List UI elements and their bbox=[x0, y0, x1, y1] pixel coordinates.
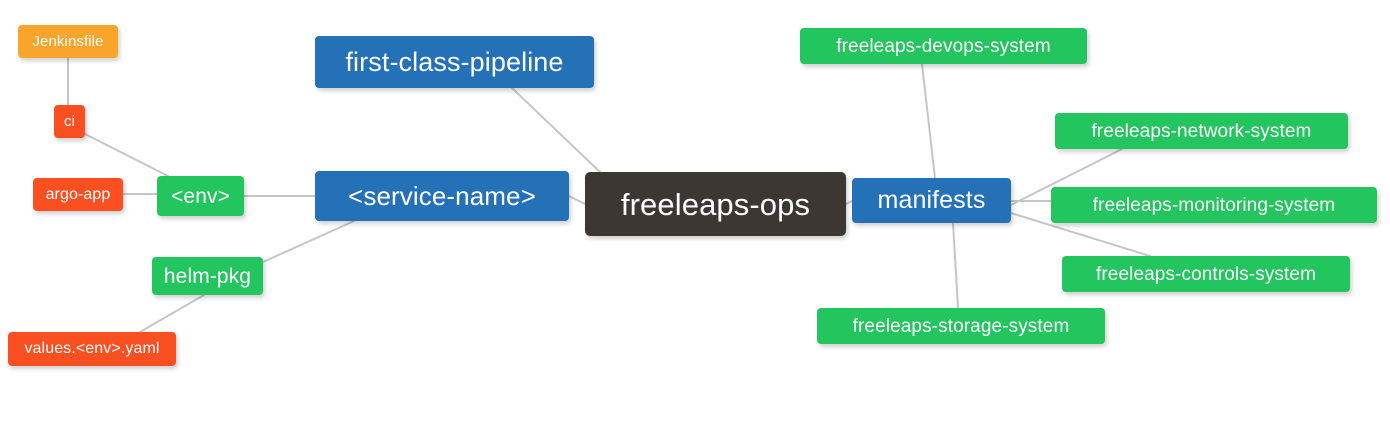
node-freeleaps-controls-system[interactable]: freeleaps-controls-system bbox=[1062, 256, 1350, 292]
node-freeleaps-monitoring-system[interactable]: freeleaps-monitoring-system bbox=[1051, 187, 1377, 223]
node-freeleaps-devops-system[interactable]: freeleaps-devops-system bbox=[800, 28, 1087, 64]
node-env[interactable]: <env> bbox=[157, 176, 244, 216]
node-ci[interactable]: ci bbox=[54, 105, 85, 138]
edge-helm-pkg-to-values-env-yaml bbox=[139, 294, 205, 333]
node-jenkinsfile[interactable]: Jenkinsfile bbox=[18, 25, 118, 58]
edge-freeleaps-ops-to-service-name bbox=[568, 195, 586, 205]
node-freeleaps-network-system[interactable]: freeleaps-network-system bbox=[1055, 113, 1348, 149]
node-freeleaps-ops[interactable]: freeleaps-ops bbox=[585, 172, 846, 236]
edge-manifests-to-freeleaps-devops-system bbox=[921, 63, 936, 179]
node-service-name[interactable]: <service-name> bbox=[315, 171, 569, 221]
node-values-env-yaml[interactable]: values.<env>.yaml bbox=[8, 332, 176, 366]
node-first-class-pipeline[interactable]: first-class-pipeline bbox=[315, 36, 594, 88]
node-argo-app[interactable]: argo-app bbox=[33, 178, 123, 211]
node-freeleaps-storage-system[interactable]: freeleaps-storage-system bbox=[817, 308, 1105, 344]
edge-env-to-ci bbox=[84, 133, 169, 177]
node-helm-pkg[interactable]: helm-pkg bbox=[152, 257, 263, 295]
edge-service-name-to-helm-pkg bbox=[262, 220, 355, 263]
edge-manifests-to-freeleaps-storage-system bbox=[952, 222, 959, 309]
node-manifests[interactable]: manifests bbox=[852, 178, 1011, 223]
edge-freeleaps-ops-to-first-class-pipeline bbox=[511, 87, 601, 173]
